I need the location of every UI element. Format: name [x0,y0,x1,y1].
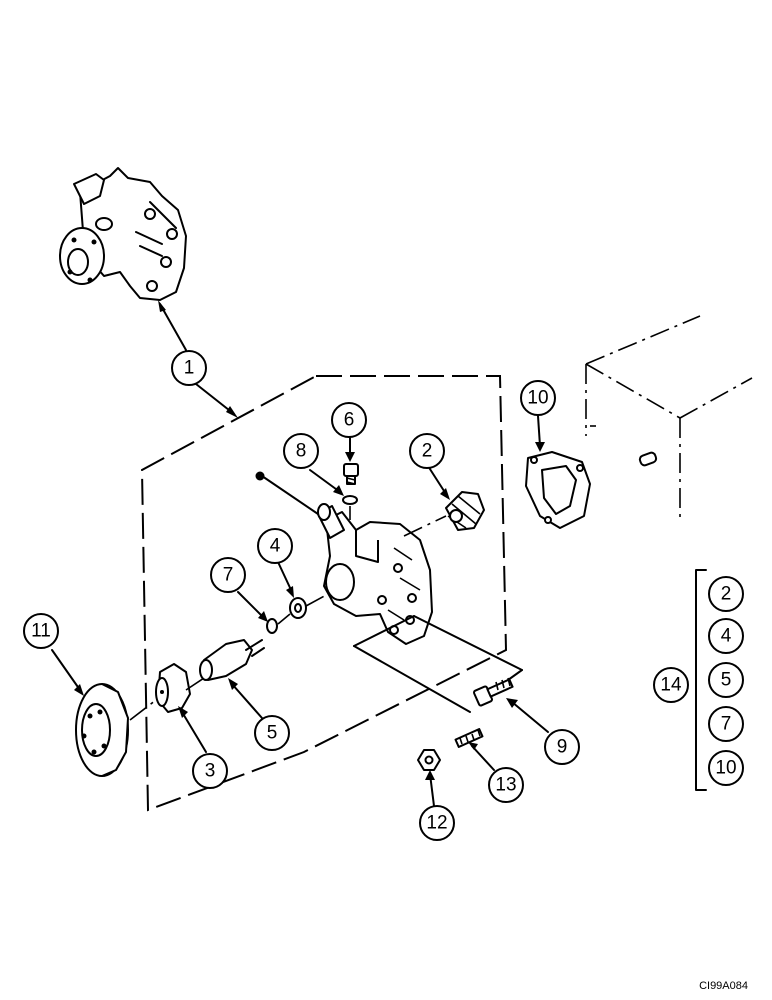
leader-8 [309,469,341,493]
leader-1-up [159,303,187,351]
leader-2 [427,465,447,495]
leader-housing-dot [261,475,319,515]
kit-member-10-label: 10 [715,758,736,779]
callout-2[interactable]: 2 [409,433,445,469]
kit-member-2-label: 2 [721,584,732,605]
pump-housing [317,503,433,645]
leader-11 [51,649,81,691]
callout-9[interactable]: 9 [544,729,580,765]
callout-12[interactable]: 12 [419,805,455,841]
callout-13-label: 13 [495,775,516,796]
shaft-bearing [199,639,265,681]
leader-13 [471,745,495,771]
leader-3 [181,711,207,753]
callout-1-label: 1 [184,358,195,379]
kit-member-5-label: 5 [721,670,732,691]
snap-ring [266,618,278,634]
callout-8-label: 8 [296,441,307,462]
callout-10[interactable]: 10 [520,380,556,416]
callout-13[interactable]: 13 [488,767,524,803]
reference-dot [255,471,265,481]
leader-9 [511,701,549,733]
callout-4-label: 4 [270,536,281,557]
callout-7-label: 7 [223,565,234,586]
callout-3[interactable]: 3 [192,753,228,789]
callout-8[interactable]: 8 [283,433,319,469]
callout-11-label: 11 [31,621,51,642]
callout-3-label: 3 [205,761,216,782]
callout-11[interactable]: 11 [23,613,59,649]
stud [454,728,484,748]
pulley-hub [155,663,191,713]
kit-member-2[interactable]: 2 [708,576,744,612]
bolt [472,677,514,707]
callout-5-label: 5 [267,723,278,744]
leader-4 [277,561,293,593]
kit-member-4[interactable]: 4 [708,618,744,654]
fan-pulley [75,683,129,777]
callout-10-label: 10 [527,388,548,409]
assembled-water-pump [59,167,187,301]
kit-member-5[interactable]: 5 [708,662,744,698]
mechanical-seal [289,597,307,619]
callout-5[interactable]: 5 [254,715,290,751]
callout-6-label: 6 [344,410,355,431]
nut [417,749,441,771]
callout-9-label: 9 [557,737,568,758]
engine-block [585,315,753,520]
callout-14[interactable]: 14 [653,667,689,703]
kit-boundary [140,375,508,812]
kit-member-4-label: 4 [721,626,732,647]
kit-member-7-label: 7 [721,714,732,735]
sealing-washer [342,495,358,505]
callout-7[interactable]: 7 [210,557,246,593]
callout-14-label: 14 [660,675,682,696]
leader-5 [231,683,263,719]
callout-12-label: 12 [426,813,447,834]
figure-code: CI99A084 [699,980,748,992]
gasket [525,451,591,529]
impeller [445,491,485,531]
leader-10 [537,415,541,447]
callout-2-label: 2 [422,441,433,462]
kit-member-10[interactable]: 10 [708,750,744,786]
callout-6[interactable]: 6 [331,402,367,438]
kit-bracket [695,569,707,791]
kit-member-7[interactable]: 7 [708,706,744,742]
leader-7 [237,591,265,619]
callout-4[interactable]: 4 [257,528,293,564]
callout-1[interactable]: 1 [171,350,207,386]
drain-plug [343,463,359,485]
leader-1-down [195,383,235,415]
